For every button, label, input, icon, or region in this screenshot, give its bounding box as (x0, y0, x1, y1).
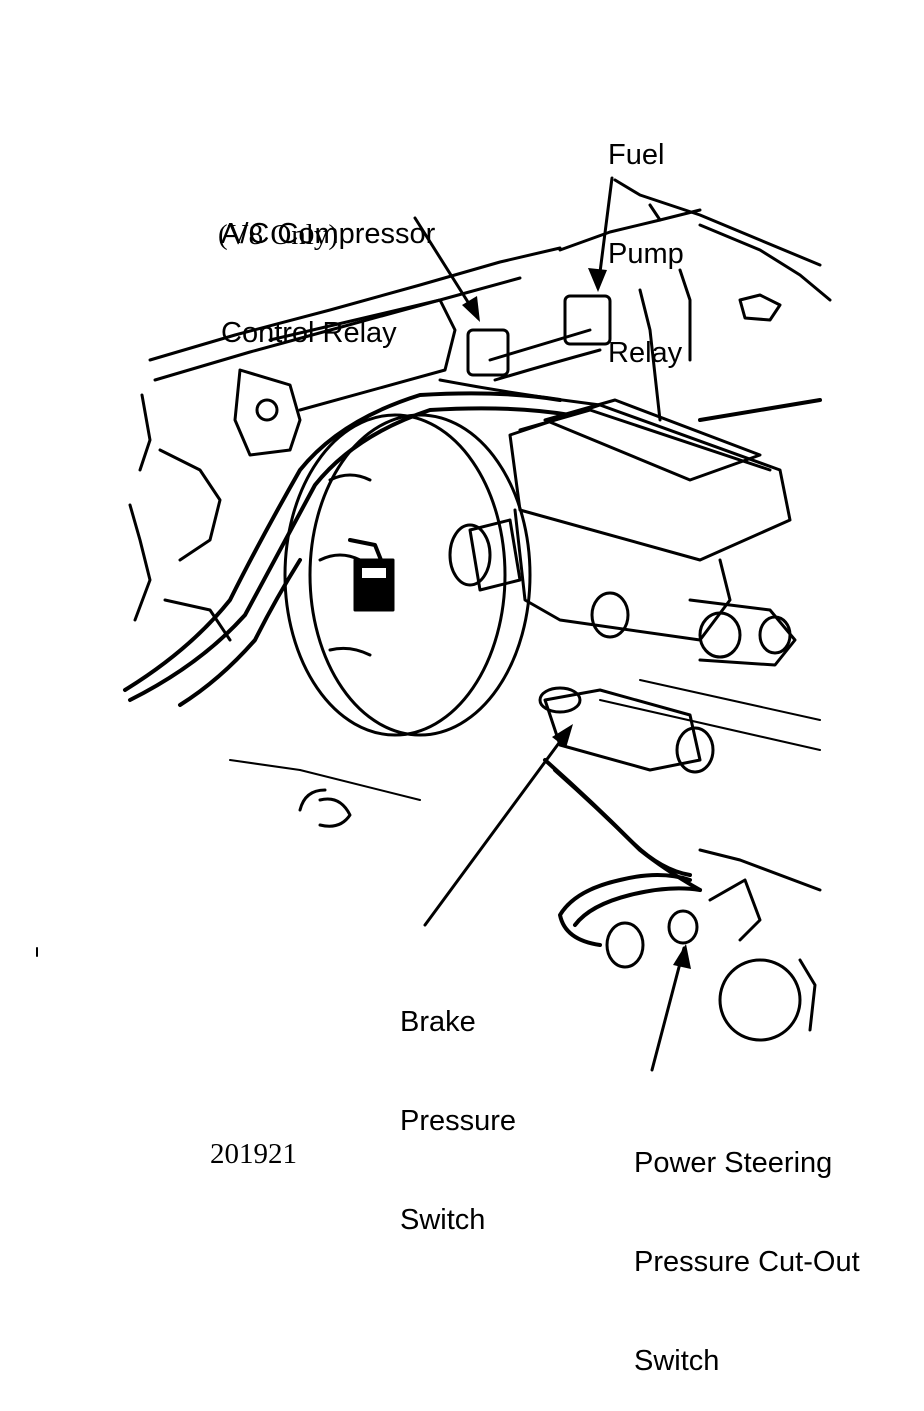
background-lines (229, 398, 822, 801)
ac-relay-line-1: A/C Compressor (221, 218, 436, 250)
ps-switch-label: Power Steering Pressure Cut-Out Switch (634, 1081, 860, 1411)
ps-switch-line-3: Switch (634, 1345, 720, 1377)
figure-number: 201921 (210, 1138, 297, 1170)
wiring-harness (123, 391, 572, 707)
ac-relay-leader (413, 216, 480, 320)
fender-outline (138, 178, 832, 472)
ps-switch-line-1: Power Steering (634, 1147, 833, 1179)
ps-switch-leader (650, 946, 686, 1072)
ps-switch-line-2: Pressure Cut-Out (634, 1246, 860, 1278)
brake-switch-label: Brake Pressure Switch (400, 940, 516, 1270)
ac-relay-note: (V8 Only) (218, 219, 339, 251)
brake-switch-leader (423, 726, 572, 927)
ac-relay-label: A/C Compressor Control Relay (221, 152, 435, 383)
connector (353, 558, 395, 612)
firewall-details (128, 298, 457, 642)
fuel-pump-relay-line-2: Pump (608, 238, 684, 270)
relay-cluster (438, 294, 612, 407)
fuel-pump-relay-line-3: Relay (608, 337, 683, 369)
lower-components (298, 788, 822, 1042)
master-cylinder (448, 398, 797, 774)
engine-compartment-drawing (36, 176, 832, 1072)
engine-bay-diagram: Fuel Pump Relay A/C Compressor Control R… (36, 73, 860, 1377)
fuel-pump-relay-line-1: Fuel (608, 139, 665, 171)
lower-harness (543, 758, 702, 947)
leader-arrowheads (462, 268, 691, 969)
brake-switch-line-3: Switch (400, 1204, 486, 1236)
brake-booster (283, 413, 532, 737)
fuel-pump-relay-label: Fuel Pump Relay (608, 73, 684, 403)
brake-switch-line-1: Brake (400, 1006, 476, 1038)
brake-switch-line-2: Pressure (400, 1105, 517, 1137)
ac-relay-line-2: Control Relay (221, 317, 397, 349)
